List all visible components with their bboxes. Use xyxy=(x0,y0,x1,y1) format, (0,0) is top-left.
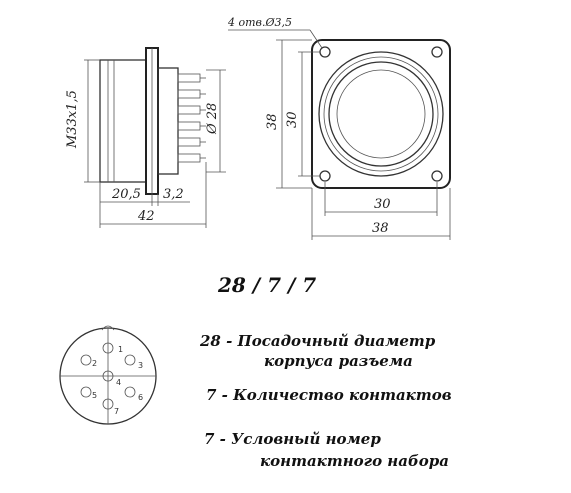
svg-text:5: 5 xyxy=(92,391,97,400)
outer-ring xyxy=(318,51,444,177)
dim-flange: 3,2 xyxy=(163,187,184,202)
legend-item-diameter: 28 - Посадочный диаметр xyxy=(199,332,436,350)
pin-4: 4 xyxy=(102,370,121,387)
svg-text:1: 1 xyxy=(118,345,123,354)
svg-text:7: 7 xyxy=(114,407,119,416)
thread-body xyxy=(99,59,147,183)
mounting-hole-top-left xyxy=(319,46,331,58)
rear-insulator xyxy=(157,67,179,175)
dim-height-outer: 38 xyxy=(265,113,280,130)
svg-text:6: 6 xyxy=(138,393,143,402)
square-flange xyxy=(311,39,451,189)
mounting-hole-top-right xyxy=(431,46,443,58)
dim-height-inner: 30 xyxy=(285,111,300,128)
side-view: M33x1,5 Ø 28 20,5 3,2 42 xyxy=(65,47,226,228)
pin-2: 2 xyxy=(80,354,97,368)
dim-width-inner: 30 xyxy=(374,197,391,212)
mounting-hole-bottom-left xyxy=(319,170,331,182)
pin-7: 7 xyxy=(102,398,119,416)
legend-item-contacts: 7 - Количество контактов xyxy=(206,386,452,404)
inner-socket xyxy=(336,69,426,159)
svg-text:3: 3 xyxy=(138,361,143,370)
legend-item-set-number-line2: контактного набора xyxy=(260,452,449,470)
mounting-hole-bottom-right xyxy=(431,170,443,182)
svg-text:4: 4 xyxy=(116,378,121,387)
dim-width-outer: 38 xyxy=(372,221,389,236)
holes-label: 4 отв.Ø3,5 xyxy=(227,16,292,29)
pin-6: 6 xyxy=(124,386,143,402)
svg-text:2: 2 xyxy=(92,359,97,368)
thread-label: M33x1,5 xyxy=(65,90,80,149)
diameter-label: Ø 28 xyxy=(205,103,220,135)
dim-total: 42 xyxy=(137,209,155,224)
pin-5: 5 xyxy=(80,386,97,400)
pin-1: 1 xyxy=(102,342,123,354)
dim-body: 20,5 xyxy=(111,187,141,202)
legend-item-set-number: 7 - Условный номер xyxy=(204,430,381,448)
pin-3: 3 xyxy=(124,354,143,370)
pin-layout: 1 2 3 4 5 6 7 xyxy=(59,325,157,425)
front-view: 4 отв.Ø3,5 38 30 30 38 xyxy=(227,16,451,240)
legend: 28 - Посадочный диаметр корпуса разъема … xyxy=(199,332,452,470)
connector-code: 28 / 7 / 7 xyxy=(217,273,316,297)
legend-item-diameter-line2: корпуса разъема xyxy=(264,352,413,370)
contacts xyxy=(177,73,206,163)
